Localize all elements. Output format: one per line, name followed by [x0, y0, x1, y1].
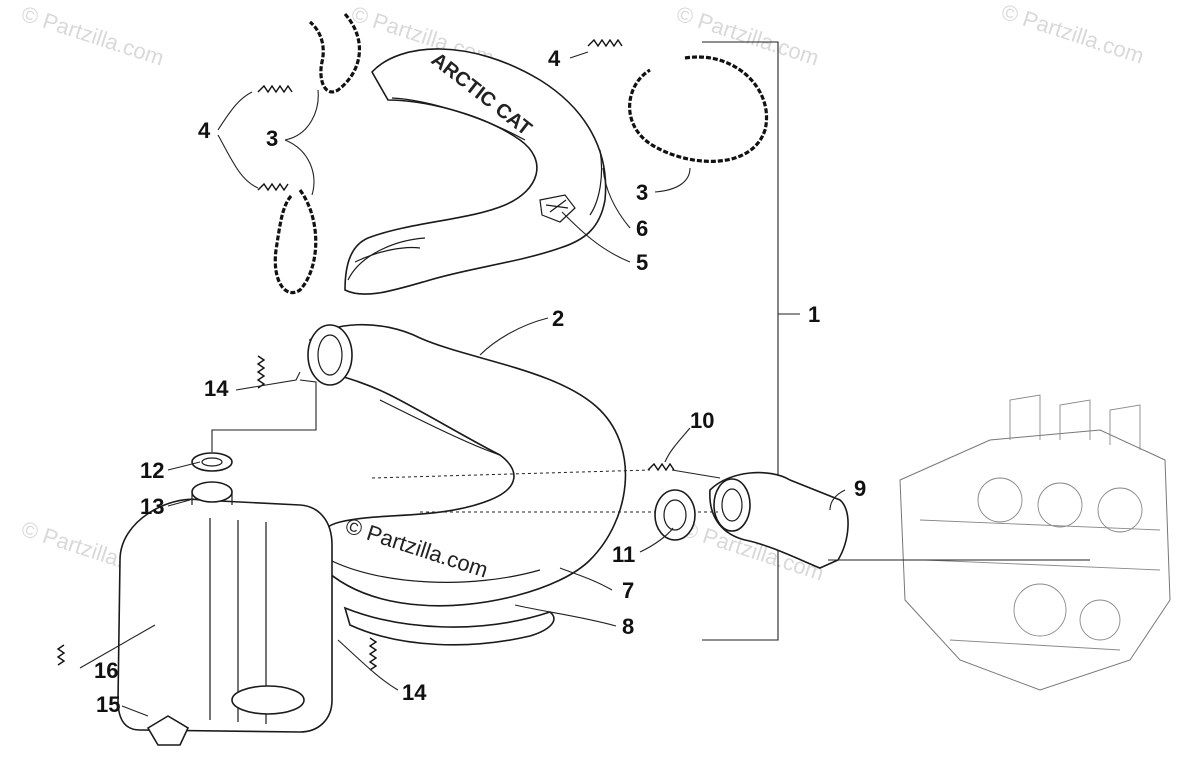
manifold-9 [709, 471, 849, 569]
expansion-chamber [307, 323, 627, 607]
engine [899, 394, 1171, 691]
watermark-top-right: © Partzilla.com [673, 1, 822, 71]
callout-4-right: 4 [548, 46, 561, 71]
leader-lines [79, 51, 1090, 717]
callouts: 1 2 3 3 4 4 5 6 7 8 9 10 11 12 13 14 14 … [94, 46, 866, 717]
strap-3-right [628, 55, 769, 163]
callout-14-bottom: 14 [402, 680, 427, 705]
callout-9: 9 [854, 476, 866, 501]
callout-12: 12 [140, 458, 164, 483]
callout-10: 10 [690, 408, 714, 433]
callout-14-top: 14 [204, 376, 229, 401]
callout-4-left: 4 [198, 118, 211, 143]
watermark-top-far-right: © Partzilla.com [998, 0, 1147, 69]
heat-shield: ARCTIC CAT [344, 48, 607, 295]
springs [56, 38, 675, 671]
callout-1: 1 [808, 302, 820, 327]
callout-3-left: 3 [266, 126, 278, 151]
callout-2: 2 [552, 306, 564, 331]
callout-5: 5 [636, 250, 648, 275]
decal-5 [539, 194, 576, 223]
callout-16: 16 [94, 658, 118, 683]
callout-15: 15 [96, 692, 120, 717]
callout-6: 6 [636, 216, 648, 241]
clamp-15 [146, 715, 190, 746]
strap-3-left [273, 12, 361, 295]
muffler [117, 481, 333, 733]
watermark-top-left: © Partzilla.com [18, 1, 167, 71]
lower-shield [343, 606, 555, 646]
callout-13: 13 [140, 494, 164, 519]
callout-11: 11 [612, 542, 635, 567]
seal-11 [654, 489, 696, 541]
grommet-12 [191, 452, 233, 472]
callout-8: 8 [622, 614, 634, 639]
callout-3-right: 3 [636, 180, 648, 205]
assembly-bracket [702, 41, 800, 641]
callout-7: 7 [622, 578, 634, 603]
